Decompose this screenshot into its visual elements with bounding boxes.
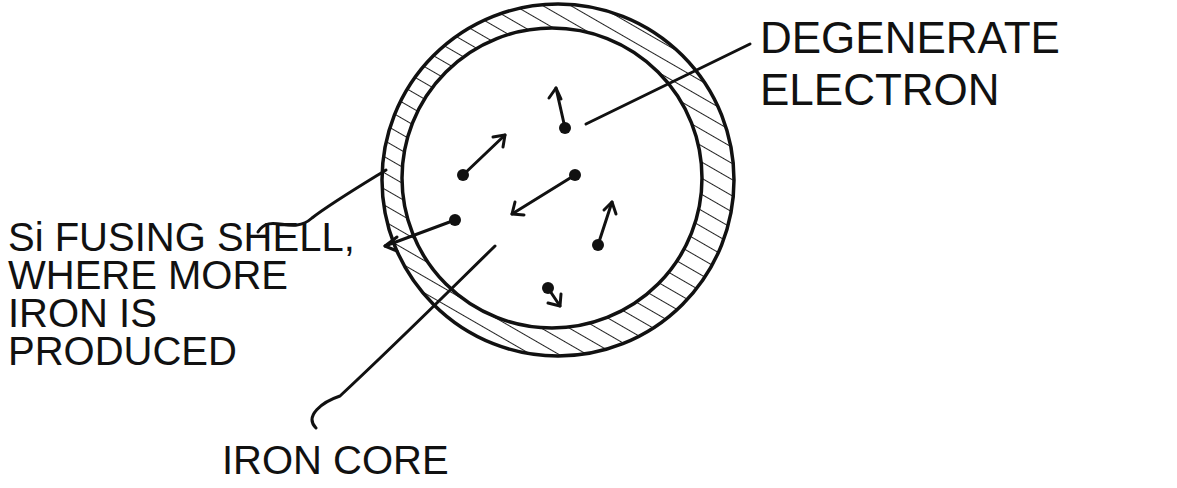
core-label: IRON CORE bbox=[222, 438, 622, 482]
electron-label: DEGENERATE ELECTRON bbox=[760, 12, 1090, 116]
shell-label: Si FUSING SHELL, WHERE MORE IRON IS PROD… bbox=[8, 218, 383, 370]
iron-core-outline bbox=[402, 28, 702, 328]
electron-arrows bbox=[385, 88, 616, 306]
leader-line bbox=[586, 44, 750, 124]
leader-line bbox=[312, 246, 495, 428]
